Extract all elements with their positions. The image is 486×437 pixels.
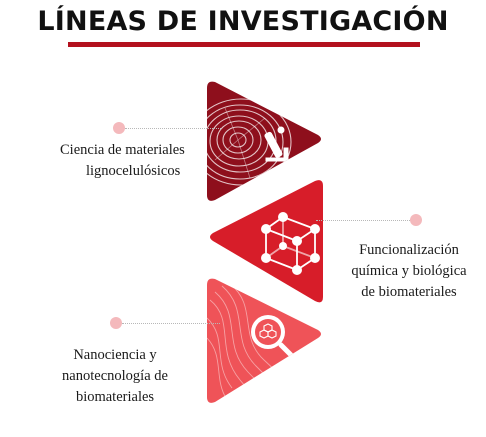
line-2-marker-dot <box>410 214 422 226</box>
line-3-label-text-2: nanotecnología de <box>62 368 168 384</box>
molecule-cube-icon <box>261 212 320 275</box>
line-2-label-text-1: Funcionalización <box>359 242 459 258</box>
line-1-label: Ciencia de materiales lignocelulósicos <box>60 140 200 182</box>
line-3-label-text-3: biomateriales <box>75 389 155 405</box>
line-2-label-text-2: química y biológica <box>351 263 467 279</box>
line-1-connector <box>125 128 221 129</box>
line-1-label-text-2: lignocelulósicos <box>86 163 181 179</box>
line-3-label-text-1: Nanociencia y <box>73 347 157 363</box>
line-3-triangle <box>207 278 321 403</box>
line-2-label: Funcionalización química y biológica de … <box>332 240 486 303</box>
title-underline <box>68 42 420 47</box>
line-1-marker-dot <box>113 122 125 134</box>
line-3-connector <box>122 323 220 324</box>
line-3-label: Nanociencia y nanotecnología de biomater… <box>40 345 190 408</box>
line-1-label-text-1: Ciencia de materiales <box>60 142 185 158</box>
line-2-label-text-3: de biomateriales <box>361 284 457 300</box>
line-3-marker-dot <box>110 317 122 329</box>
line-2-connector <box>316 220 410 221</box>
magnifier-hexagon-icon <box>207 283 311 403</box>
line-2-triangle <box>210 180 323 303</box>
page-title: LÍNEAS DE INVESTIGACIÓN <box>37 6 449 37</box>
line-1-triangle <box>207 81 321 201</box>
